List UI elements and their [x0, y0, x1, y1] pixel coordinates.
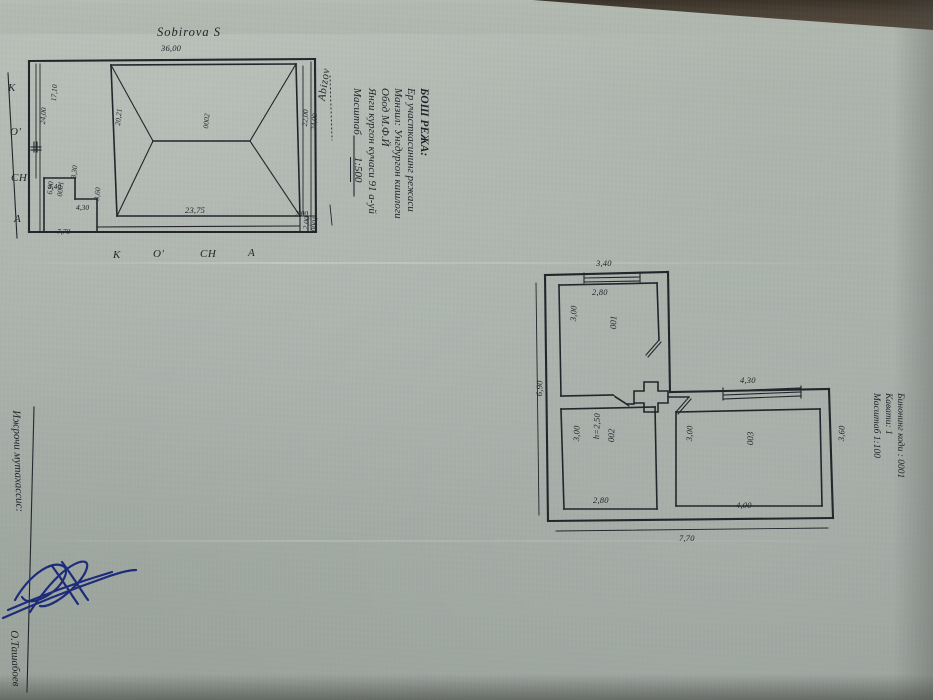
title-block-scale-label: Масштаб [351, 88, 363, 135]
site-plan-annex-code: 0001 [55, 181, 66, 197]
title-block-line-1: БОШ РЕЖА: [418, 88, 430, 157]
floor-plan-inner-walls [558, 282, 823, 510]
site-plan-annex-dim-690: 6,90 [45, 180, 56, 195]
street-bottom-letter-o: O' [153, 248, 165, 260]
floor-plan-overall-width-dim: 7,70 [679, 533, 695, 543]
site-plan-dim-left-upper: 17,10 [49, 84, 60, 102]
title-block: БОШ РЕЖА: Ер участкасининг режаси Манзил… [350, 88, 430, 318]
site-plan-roof-code: 0002 [201, 113, 212, 129]
handwritten-signature [1, 560, 138, 620]
site-plan-dim-left-total: 24,00 [38, 107, 49, 125]
site-plan-roof-outline [110, 63, 301, 217]
street-left-letter-o: O' [10, 126, 22, 138]
site-plan-corner-detail [299, 215, 317, 233]
site-plan-street-top-label: Sobirova S [157, 25, 222, 39]
street-left-letter-ch: CH [11, 172, 28, 184]
floor-plan-overall-height-dim: 6,90 [534, 380, 545, 397]
street-line-right [329, 75, 333, 141]
site-plan-annex-dim-330: 3,30 [69, 164, 80, 179]
site-plan-bottom-band [96, 225, 317, 233]
site-plan-dim-right-outer: 24,00 [309, 113, 320, 131]
floor-plan-room-003-bottom-dim: 4,00 [736, 500, 752, 510]
street-bottom-letter-k: K [113, 249, 121, 261]
site-plan-plot-boundary [27, 57, 318, 234]
street-left-letter-a: A [14, 213, 22, 225]
floor-plan-room-003-right-dim: 3,60 [836, 425, 847, 442]
paper-top-edge-highlight [0, 0, 533, 3]
floor-plan-room-001-top-dim: 2,80 [592, 287, 608, 297]
floor-plan-window-003 [722, 385, 802, 401]
title-block-line-2: Ер участкасининг режаси [405, 88, 417, 212]
site-plan-corner-dim-a: 2,00 [295, 209, 309, 218]
site-plan-roof-dim-bottom: 23,75 [185, 205, 206, 215]
floor-plan-room-003-code: 003 [745, 431, 756, 446]
site-plan-corner-code: 0001 [309, 216, 320, 232]
floor-plan-room-002-bottom-dim: 2,80 [593, 495, 609, 505]
site-plan-left-dimension-lines [35, 63, 41, 233]
street-line-right-2 [329, 204, 333, 226]
floor-plan-window-dim-001: 3,40 [596, 258, 612, 268]
street-bottom-letter-ch: CH [200, 248, 217, 260]
floor-plan-room-001-left-dim: 3,00 [568, 305, 579, 322]
site-plan-dim-top: 36,00 [161, 43, 182, 53]
title-block-line-5: Янги кургон кучаси 91 а-уй [366, 88, 378, 214]
floor-plan-window-dim-003: 4,30 [740, 375, 756, 385]
site-plan-annex-dim-340: 3,40 [48, 182, 62, 191]
paper-bottom-shadow [0, 674, 933, 700]
site-plan-annex-dim-430: 4,30 [76, 203, 90, 212]
floor-plan-room-002-code: 002 [606, 428, 617, 443]
site-plan-annex-dim-770: 7,70 [57, 227, 71, 236]
signature-rule [26, 406, 35, 693]
floor-plan-room-001-code: 001 [608, 315, 619, 330]
street-line-left [7, 72, 18, 239]
title-block-line-4: Обод М.Ф.Й [379, 88, 391, 147]
site-plan-right-dimension-lines [302, 61, 312, 231]
street-left-letter-k: K [8, 82, 16, 94]
site-plan-annex-dim-360: 3,60 [92, 186, 103, 201]
title-block-line-3: Манзил: Унгдургон кишлоги [392, 88, 404, 219]
floor-plan-legend-line-3: Масштаб 1:100 [871, 393, 881, 458]
floor-plan-window-001 [583, 271, 641, 284]
street-bottom-letter-a: A [248, 247, 256, 259]
title-block-scale-value: 1:500 [350, 156, 365, 183]
paper-fold-upper [0, 262, 933, 264]
floor-plan-dimension-lines [535, 282, 829, 532]
paper-right-shadow [893, 0, 933, 700]
site-plan-roof-dim-left: 20,21 [113, 108, 124, 126]
floor-plan-room-003-left-dim: 3,00 [684, 425, 695, 442]
floor-plan-room-002-height-note: h=2,50 [591, 412, 602, 440]
floor-plan-room-002-left-dim: 3,00 [571, 425, 582, 442]
paper-fold-lower [0, 540, 933, 542]
